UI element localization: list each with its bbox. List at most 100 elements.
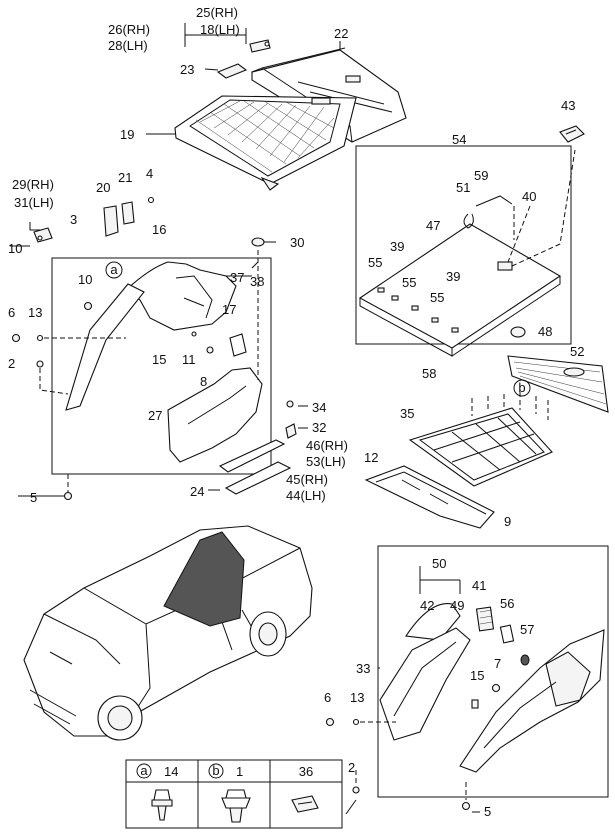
callout-c15b: 15: [470, 668, 484, 683]
quarter-trim-lower-27: [167, 367, 263, 463]
callout-c39b: 39: [446, 269, 460, 284]
callout-c8: 8: [200, 374, 207, 389]
cargo-screen-cover-22: [251, 47, 407, 143]
part-43-hook: [559, 125, 585, 143]
cover-end-23: [216, 63, 248, 79]
cover-bracket-25-18: [249, 39, 271, 53]
right-leaders: [345, 799, 480, 815]
callout-c28: 28(LH): [108, 38, 148, 53]
legend-number: 14: [164, 764, 178, 779]
marker-a: a: [105, 261, 123, 279]
marker-b: b: [513, 379, 531, 397]
callout-c42: 42: [420, 598, 434, 613]
callout-c51: 51: [456, 180, 470, 195]
part-30-clip: [251, 237, 265, 247]
callout-c3: 3: [70, 212, 77, 227]
callout-c10a: 10: [8, 241, 22, 256]
leader-board-dashed: [507, 205, 531, 263]
callout-c47: 47: [426, 218, 440, 233]
callout-c16: 16: [152, 222, 166, 237]
callout-c22: 22: [334, 26, 348, 41]
left-fasteners: [11, 301, 214, 501]
callout-c55b: 55: [402, 275, 416, 290]
legend-number: 1: [236, 764, 243, 779]
clip-a-icon: [151, 789, 173, 821]
part-20-21-brackets: [103, 196, 155, 237]
callout-c2b: 2: [348, 760, 355, 775]
callout-c49: 49: [450, 598, 464, 613]
callout-c55a: 55: [368, 255, 382, 270]
leader-43-dashed: [511, 149, 576, 267]
callout-c20: 20: [96, 180, 110, 195]
callout-c29: 29(RH): [12, 177, 54, 192]
clip-36-icon: [291, 795, 319, 813]
clip-b-icon: [221, 789, 251, 823]
callout-c10b: 10: [78, 272, 92, 287]
luggage-scuff-plate-52: [507, 355, 609, 413]
legend-marker-circle: [208, 763, 224, 779]
left-dashed-leaders: [39, 250, 259, 492]
callout-c58: 58: [422, 366, 436, 381]
callout-c33: 33: [356, 661, 370, 676]
callout-c45: 45(RH): [286, 472, 328, 487]
callout-c32: 32: [312, 420, 326, 435]
part-41-grille: [475, 606, 495, 632]
circle-markers: ab: [105, 261, 531, 397]
luggage-board-group-frame: [355, 145, 572, 345]
vehicle-silhouette: [23, 525, 313, 741]
right-trim-group-frame: [377, 545, 609, 798]
callout-c35: 35: [400, 406, 414, 421]
callout-c13a: 13: [28, 305, 42, 320]
fastener-legend: [125, 759, 343, 829]
callout-c57: 57: [520, 622, 534, 637]
callout-labels: 26(RH)28(LH)25(RH)18(LH)2223194354595140…: [8, 5, 584, 819]
callout-c55c: 55: [430, 290, 444, 305]
callout-c54: 54: [452, 132, 466, 147]
leader-25-18: [184, 23, 247, 47]
callout-c34: 34: [312, 400, 326, 415]
part-29-31-bracket: [33, 227, 53, 243]
callout-c59: 59: [474, 168, 488, 183]
callout-c5b: 5: [484, 804, 491, 819]
sill-plates-46-53-45-44: [218, 439, 292, 495]
callout-c7: 7: [494, 656, 501, 671]
callout-c13b: 13: [350, 690, 364, 705]
part-34-32-screws: [285, 400, 297, 439]
callout-c25: 25(RH): [196, 5, 238, 20]
legend-letter: b: [212, 763, 219, 778]
board-hook-51-59-40: [463, 195, 513, 229]
callout-c30: 30: [290, 235, 304, 250]
callout-c12: 12: [364, 450, 378, 465]
callout-c2a: 2: [8, 356, 15, 371]
callout-c18: 18(LH): [200, 22, 240, 37]
legend-number: 36: [299, 764, 313, 779]
callout-c56: 56: [500, 596, 514, 611]
callout-c50: 50: [432, 556, 446, 571]
callout-c43: 43: [561, 98, 575, 113]
callout-c48: 48: [538, 324, 552, 339]
leader-23: [204, 68, 219, 71]
callout-c9: 9: [504, 514, 511, 529]
marker-circle: [105, 261, 123, 279]
part-56-57: [499, 624, 530, 666]
left-trim-group-frame: [51, 257, 272, 475]
under-tray-9: [364, 465, 495, 529]
callout-c40: 40: [522, 189, 536, 204]
marker-letter: b: [518, 380, 525, 395]
callout-c5a: 5: [30, 490, 37, 505]
luggage-board-47: [358, 223, 562, 357]
callout-c39a: 39: [390, 239, 404, 254]
callout-c23: 23: [180, 62, 194, 77]
callout-c37: 37: [230, 270, 244, 285]
callout-c15a: 15: [152, 352, 166, 367]
right-dashed-leaders: [355, 721, 467, 800]
callout-c21: 21: [118, 170, 132, 185]
board-handles-39-55: [377, 287, 459, 333]
tray-clip-dashes: [471, 392, 549, 420]
right-trim-upper-50: [379, 603, 471, 741]
callout-c41: 41: [472, 578, 486, 593]
callout-c38: 38: [250, 274, 264, 289]
callout-c6a: 6: [8, 305, 15, 320]
